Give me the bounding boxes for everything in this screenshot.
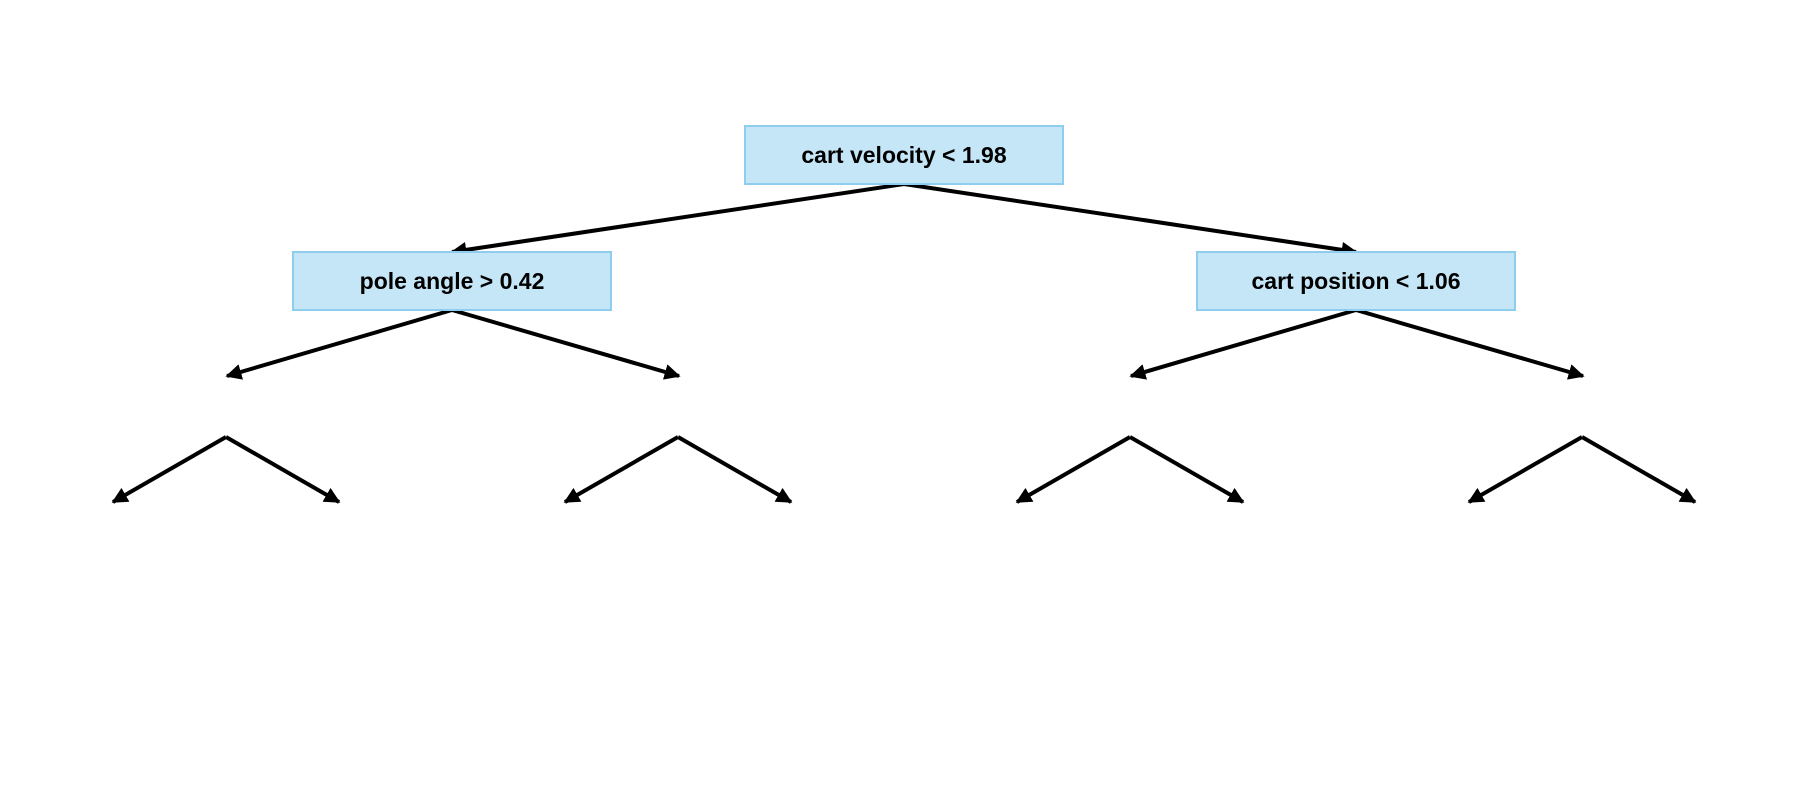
node-right-box (1196, 251, 1516, 311)
edge-r1-to-r1b (1129, 435, 1245, 504)
edge-right-to-r1 (1129, 308, 1357, 380)
node-root: cart velocity < 1.98 (744, 125, 1064, 185)
edge-left-to-l2 (451, 308, 681, 380)
node-left-label: pole angle > 0.42 (360, 268, 545, 294)
edge-root-to-right (903, 182, 1358, 258)
edge-r1-to-r1a (1015, 435, 1131, 504)
edge-l1-to-l1b (225, 435, 341, 504)
node-left: pole angle > 0.42 (292, 251, 612, 311)
node-right-label: cart position < 1.06 (1252, 268, 1461, 294)
node-left-box (292, 251, 612, 311)
edges-layer (111, 182, 1697, 504)
node-root-label: cart velocity < 1.98 (801, 142, 1006, 168)
edge-l2-to-l2b (677, 435, 793, 504)
edge-l1-to-l1a (111, 435, 227, 504)
edge-left-to-l1 (225, 308, 453, 380)
edge-root-to-left (450, 182, 905, 258)
edge-r2-to-r2b (1581, 435, 1697, 504)
node-right: cart position < 1.06 (1196, 251, 1516, 311)
edge-right-to-r2 (1355, 308, 1585, 380)
node-root-box (744, 125, 1064, 185)
edge-l2-to-l2a (563, 435, 679, 504)
edge-r2-to-r2a (1467, 435, 1583, 504)
